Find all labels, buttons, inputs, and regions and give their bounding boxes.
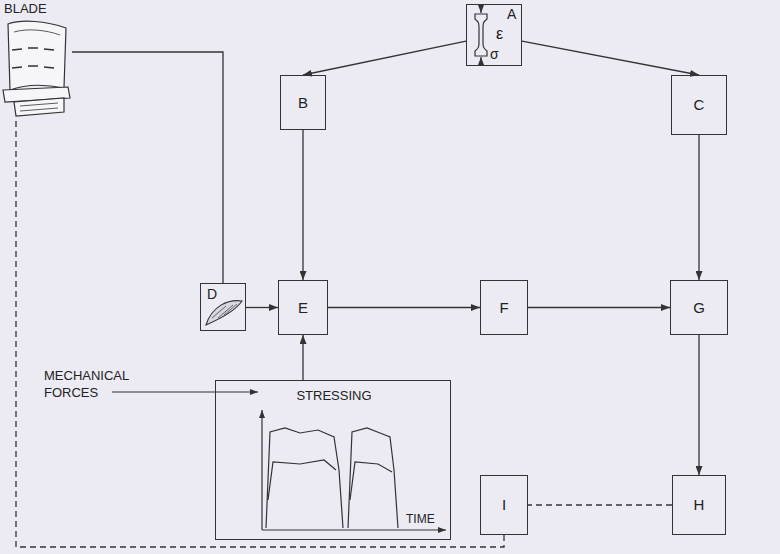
force-arrow xyxy=(112,391,258,392)
test-specimen xyxy=(475,6,487,64)
process-box: F xyxy=(480,280,528,335)
box-letter: I xyxy=(502,496,506,513)
process-box: E xyxy=(278,280,328,335)
box-title: STRESSING xyxy=(296,389,371,404)
process-box: Aεσ xyxy=(466,4,522,66)
flow-arrow xyxy=(246,307,278,308)
box-letter: G xyxy=(693,299,705,316)
flow-arrow xyxy=(72,52,223,283)
process-box: I xyxy=(480,475,528,535)
box-letter: F xyxy=(499,299,508,316)
stress-symbol: σ xyxy=(490,46,499,62)
flow-arrow xyxy=(302,335,303,380)
process-box: G xyxy=(670,280,728,335)
axis-label: TIME xyxy=(406,513,435,527)
process-box: D xyxy=(200,283,246,331)
process-box: B xyxy=(280,75,326,130)
figure-title: BLADE xyxy=(4,2,47,17)
process-box: C xyxy=(671,75,727,135)
blade-figure: BLADE xyxy=(2,2,72,120)
strain-symbol: ε xyxy=(496,25,503,43)
box-letter: A xyxy=(507,6,516,22)
feedback-line xyxy=(528,504,672,505)
process-box: H xyxy=(672,475,726,535)
box-letter: H xyxy=(694,496,705,513)
blade-section xyxy=(206,301,242,325)
stress-time-chart xyxy=(262,410,446,530)
flow-arrow xyxy=(528,307,670,308)
flow-arrow xyxy=(522,41,699,75)
feedback-line xyxy=(16,120,504,547)
box-letter: E xyxy=(298,299,308,316)
flow-arrow xyxy=(303,41,466,75)
flow-arrow xyxy=(328,307,480,308)
input-label: MECHANICAL FORCES xyxy=(44,368,144,402)
box-letter: B xyxy=(298,94,308,111)
turbine-blade xyxy=(3,21,70,116)
flow-arrow xyxy=(698,135,699,280)
box-letter: C xyxy=(694,96,705,113)
flow-arrow xyxy=(302,130,303,280)
stressing-box: STRESSING TIME xyxy=(215,380,451,540)
flow-arrow xyxy=(698,335,699,475)
box-letter: D xyxy=(207,286,217,302)
